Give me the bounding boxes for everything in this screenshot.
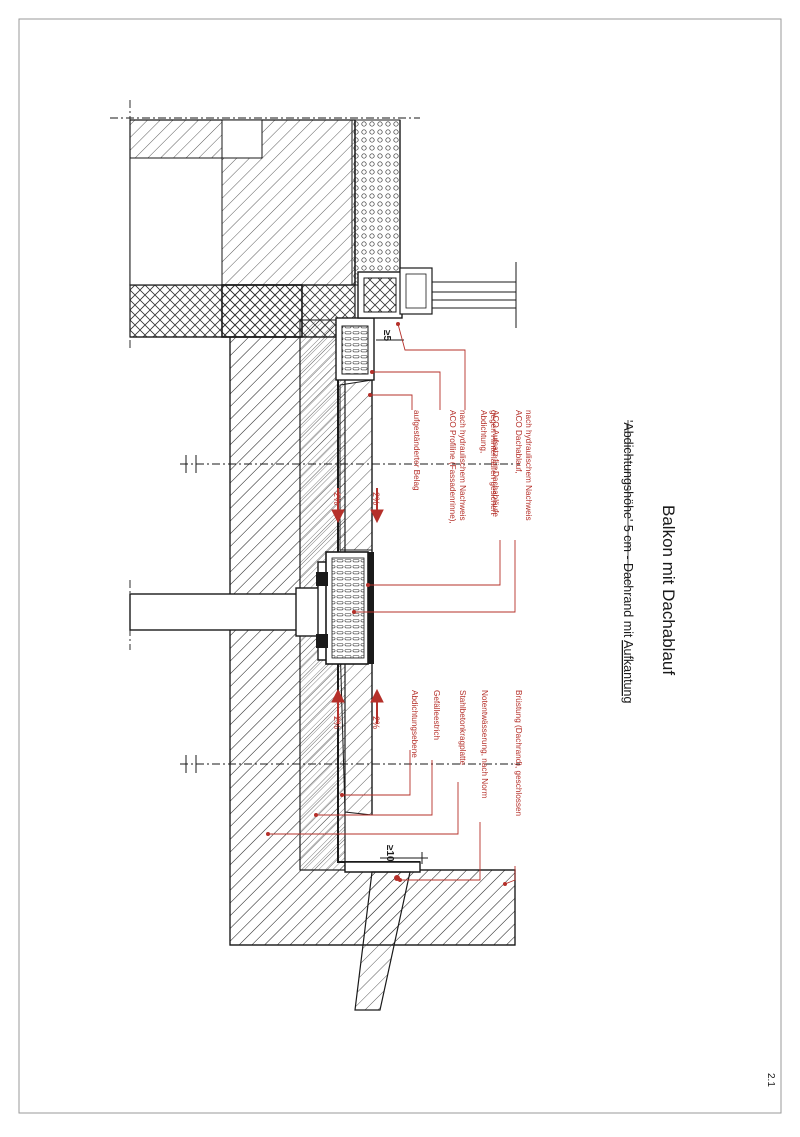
callout-aufgestaenderter-belag: aufgeständerter Belag [412,410,421,491]
page-number: 2.1 [765,1073,776,1087]
slope-label-lower-inner: 2% [332,716,342,729]
dimension-parapet: ≥10 [380,845,428,864]
roof-drain [316,551,374,665]
break-ticks [185,455,197,773]
slope-arrow-upper-outer [370,488,384,524]
page-frame [18,18,782,1114]
leader-lines [268,323,516,885]
parapet [344,861,421,873]
drain-pipe [129,587,327,637]
slope-label-upper-inner: 2% [332,492,342,505]
slope-arrow-upper-inner [331,488,345,524]
slope-arrow-lower-inner [331,688,345,724]
facade-insulation [351,119,401,286]
callout-aco-profiline: ACO Profiline (Fassadenrinne), nach hydr… [448,410,467,526]
callout-aco-dachablauf: ACO Dachablauf, nach hydraulischem Nachw… [514,410,533,521]
callout-gefaelleestrich: Gefälleestrich [432,690,441,741]
leader-dots [266,322,507,886]
break-lines [110,100,520,765]
dimension-parapet-label: ≥10 [384,845,395,862]
callout-notentwaesserung: Notentwässerung, nach Norm [480,690,489,798]
slope-label-upper-outer: 2% [371,492,381,505]
callout-abdichtungsebene: Abdichtungsebene [410,690,419,758]
dimension-upturn: ≥5 [376,330,404,341]
facade-channel [335,317,375,381]
window-opening [129,157,223,286]
callout-stahlbetonkragplatte: Stahlbetonkragplatte [458,690,467,766]
callout-aco-aufsatz: ACO Aufsatz für Dachabläufe [491,410,500,517]
parapet-wall [354,871,411,1011]
callout-bruestung: Brüstung (Dachrand), geschlossen [514,690,523,817]
slope-arrows [331,488,384,724]
window-frame [357,262,517,328]
drawing-title: Balkon mit Dachablauf [659,505,678,675]
callout-abdichtung: Abdichtung, gegen Hinterlaufen gesichert [479,410,498,515]
dimension-upturn-label: ≥5 [381,330,392,341]
slope-arrow-lower-outer [370,688,384,724]
slope-label-lower-outer: 2% [371,716,381,729]
